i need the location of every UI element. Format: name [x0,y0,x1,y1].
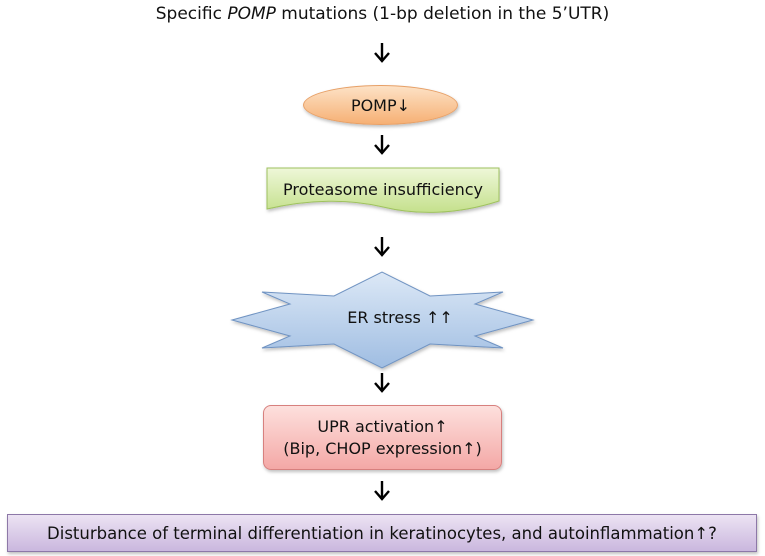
er-stress-label: ER stress ↑↑ [347,307,453,327]
title-gene: POMP [227,4,276,24]
diagram-title: Specific POMP mutations (1-bp deletion i… [0,2,765,26]
pomp-label: POMP↓ [350,95,411,115]
title-suffix: mutations (1-bp deletion in the 5’UTR) [275,4,610,24]
upr-line-2: (Bip, CHOP expression↑) [283,438,482,458]
disturbance-label: Disturbance of terminal differentiation … [47,523,717,543]
pomp-node: POMP↓ [303,85,458,125]
er-stress-star-shape [230,271,535,369]
proteasome-node: Proteasome insufficiency [266,167,500,211]
proteasome-node-shape [266,167,500,213]
down-arrow-icon [374,135,390,155]
down-arrow-icon [374,237,390,257]
down-arrow-icon [374,43,390,63]
er-stress-node: ER stress ↑↑ [330,302,470,332]
down-arrow-icon [374,481,390,501]
disturbance-node: Disturbance of terminal differentiation … [7,514,757,552]
upr-line-1: UPR activation↑ [317,416,448,436]
down-arrow-icon [374,373,390,393]
upr-activation-node: UPR activation↑ (Bip, CHOP expression↑) [263,405,502,470]
proteasome-label: Proteasome insufficiency [283,179,483,199]
title-prefix: Specific [155,4,228,24]
